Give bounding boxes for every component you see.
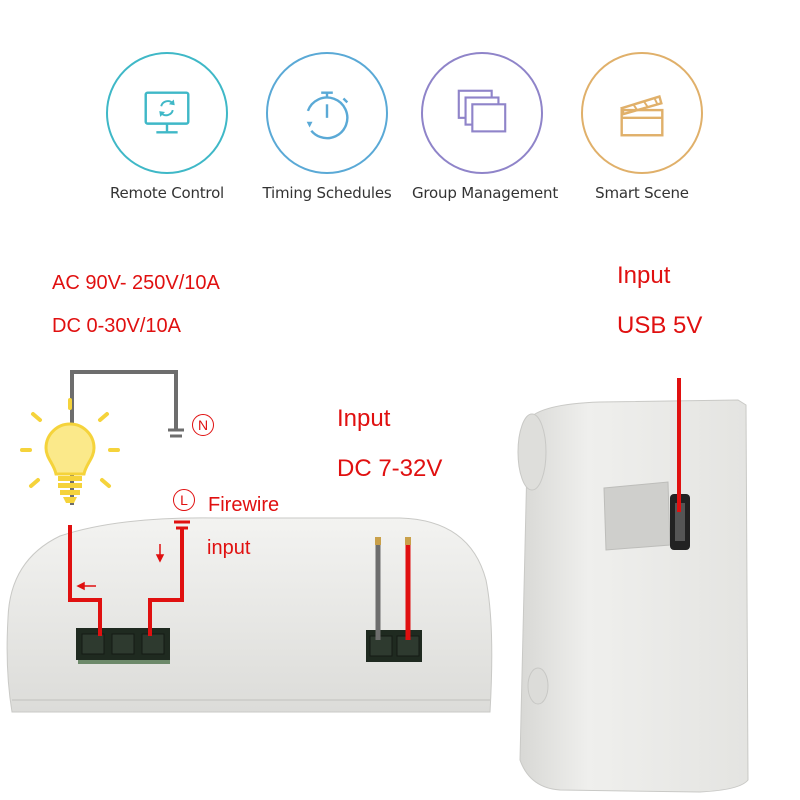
load-wire	[68, 525, 102, 636]
side-view-module	[517, 399, 749, 793]
firewire-wire	[148, 528, 184, 636]
feature-label: Timing Schedules	[262, 184, 392, 202]
current-arrow-down	[155, 544, 165, 563]
monitor-refresh-icon	[144, 91, 190, 134]
clapperboard-icon	[620, 95, 664, 137]
dc-spec-label: DC 0-30V/10A	[52, 315, 181, 337]
firewire-label: Firewire	[208, 494, 280, 516]
feature-timing-schedules: Timing Schedules	[257, 52, 397, 202]
current-arrow-left	[76, 581, 96, 591]
light-bulb-icon	[20, 398, 120, 503]
dc-terminal-block	[366, 630, 422, 662]
feature-smart-scene: Smart Scene	[572, 52, 712, 202]
ac-spec-label: AC 90V- 250V/10A	[52, 272, 220, 294]
usb-input-value: USB 5V	[617, 312, 703, 339]
feature-ring	[266, 52, 388, 174]
stopwatch-icon	[305, 91, 349, 140]
stacked-windows-icon	[457, 89, 507, 133]
feature-group-management: Group Management	[412, 52, 559, 202]
feature-label: Smart Scene	[595, 184, 689, 202]
dc-input-label: Input	[337, 405, 391, 432]
firewire-input-label: input	[207, 537, 251, 559]
load-terminal-block	[76, 628, 170, 664]
feature-ring	[106, 52, 228, 174]
neutral-terminal-label: N	[192, 414, 214, 436]
feature-remote-control: Remote Control	[97, 52, 237, 202]
dc-input-range: DC 7-32V	[337, 455, 443, 482]
live-terminal-label: L	[173, 489, 195, 511]
feature-ring	[581, 52, 703, 174]
usb-input-label: Input	[617, 262, 671, 289]
feature-ring	[421, 52, 543, 174]
feature-label: Group Management	[412, 184, 559, 202]
feature-label: Remote Control	[109, 184, 225, 202]
